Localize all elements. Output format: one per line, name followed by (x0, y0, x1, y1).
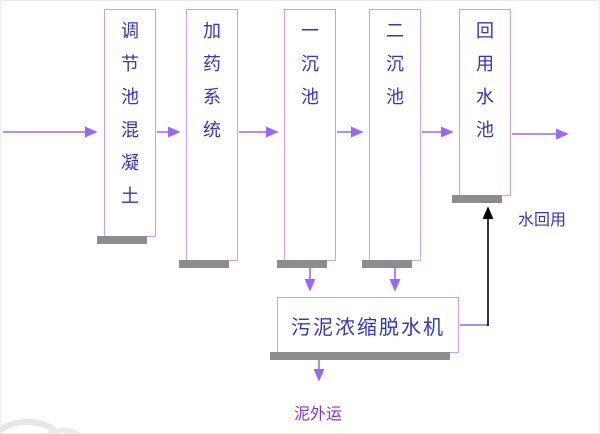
box-dosing-system-label: 加药系统 (203, 21, 221, 140)
box-sludge-dewatering-label: 污泥浓缩脱水机 (291, 316, 445, 339)
watermark-logo (1, 419, 80, 433)
box-secondary-settling-label: 二沉池 (386, 21, 404, 107)
box-reuse-water-tank-label: 回用水池 (476, 21, 494, 140)
box-reuse-water-tank: 回用水池 (452, 9, 511, 203)
box-dosing-system: 加药系统 (179, 9, 238, 268)
box-sludge-dewatering: 污泥浓缩脱水机 (270, 297, 459, 360)
label-water-reuse: 水回用 (518, 212, 567, 229)
box-regulating-tank: 调节池混凝土 (97, 9, 156, 244)
box-regulating-tank-label: 调节池混凝土 (121, 21, 139, 206)
box-secondary-settling: 二沉池 (362, 9, 421, 268)
label-sludge-out: 泥外运 (294, 406, 343, 423)
box-primary-settling-label: 一沉池 (301, 21, 319, 107)
box-primary-settling: 一沉池 (277, 9, 336, 268)
